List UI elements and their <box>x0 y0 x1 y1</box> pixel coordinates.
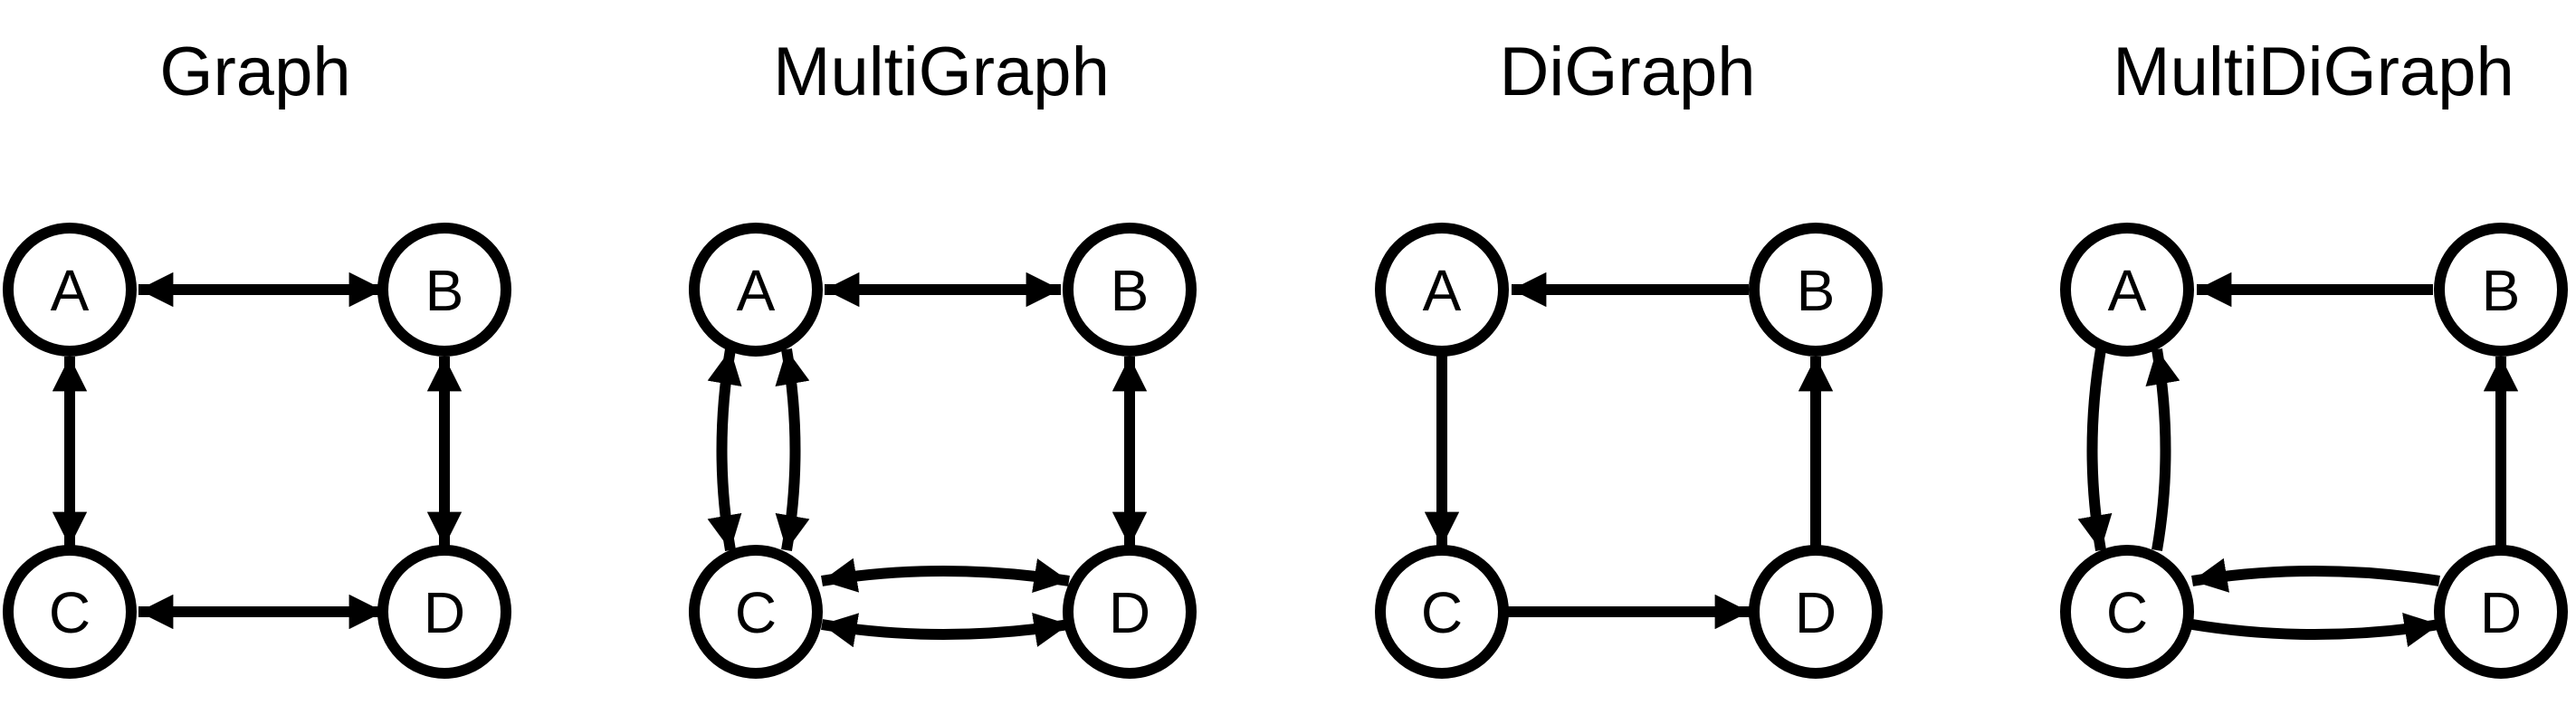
node-d: D <box>377 545 511 679</box>
node-label: C <box>1421 580 1463 645</box>
node-b: B <box>1063 223 1197 357</box>
edge-c-d-2 <box>821 612 1070 648</box>
edge-a-c-2 <box>775 348 810 552</box>
node-b: B <box>377 223 511 357</box>
node-label: C <box>49 580 91 645</box>
node-label: C <box>735 580 777 645</box>
node-a: A <box>689 223 823 357</box>
node-label: B <box>1797 258 1836 323</box>
node-a: A <box>3 223 137 357</box>
node-c: C <box>689 545 823 679</box>
node-c: C <box>2060 545 2194 679</box>
node-d: D <box>2434 545 2568 679</box>
node-label: A <box>2108 258 2147 323</box>
node-label: D <box>1109 580 1150 645</box>
node-label: A <box>737 258 776 323</box>
node-a: A <box>1375 223 1509 357</box>
node-label: B <box>1111 258 1150 323</box>
node-b: B <box>2434 223 2568 357</box>
panel-multigraph: MultiGraph A B C D <box>689 33 1197 679</box>
node-d: D <box>1063 545 1197 679</box>
panel-title: MultiDiGraph <box>2113 33 2514 110</box>
edge-d-to-c <box>2191 557 2440 593</box>
panel-title: MultiGraph <box>773 33 1110 110</box>
node-d: D <box>1749 545 1883 679</box>
edge-a-c-1 <box>707 348 742 552</box>
edge-c-d-1 <box>821 557 1070 594</box>
node-c: C <box>1375 545 1509 679</box>
node-a: A <box>2060 223 2194 357</box>
panel-title: Graph <box>159 33 350 110</box>
node-label: D <box>1795 580 1837 645</box>
panel-title: DiGraph <box>1500 33 1756 110</box>
node-label: A <box>51 258 90 323</box>
panel-digraph: DiGraph A B C D <box>1375 33 1883 679</box>
node-label: D <box>424 580 465 645</box>
edge-c-to-d <box>2191 613 2440 647</box>
node-label: B <box>425 258 464 323</box>
node-label: B <box>2482 258 2521 323</box>
panel-multidigraph: MultiDiGraph A B C D <box>2060 33 2568 679</box>
node-c: C <box>3 545 137 679</box>
node-label: C <box>2106 580 2148 645</box>
edge-c-to-a <box>2145 348 2180 552</box>
node-label: A <box>1423 258 1462 323</box>
node-label: D <box>2480 580 2522 645</box>
node-b: B <box>1749 223 1883 357</box>
panel-graph: Graph A B C D <box>3 33 511 679</box>
edge-a-to-c <box>2077 348 2113 552</box>
